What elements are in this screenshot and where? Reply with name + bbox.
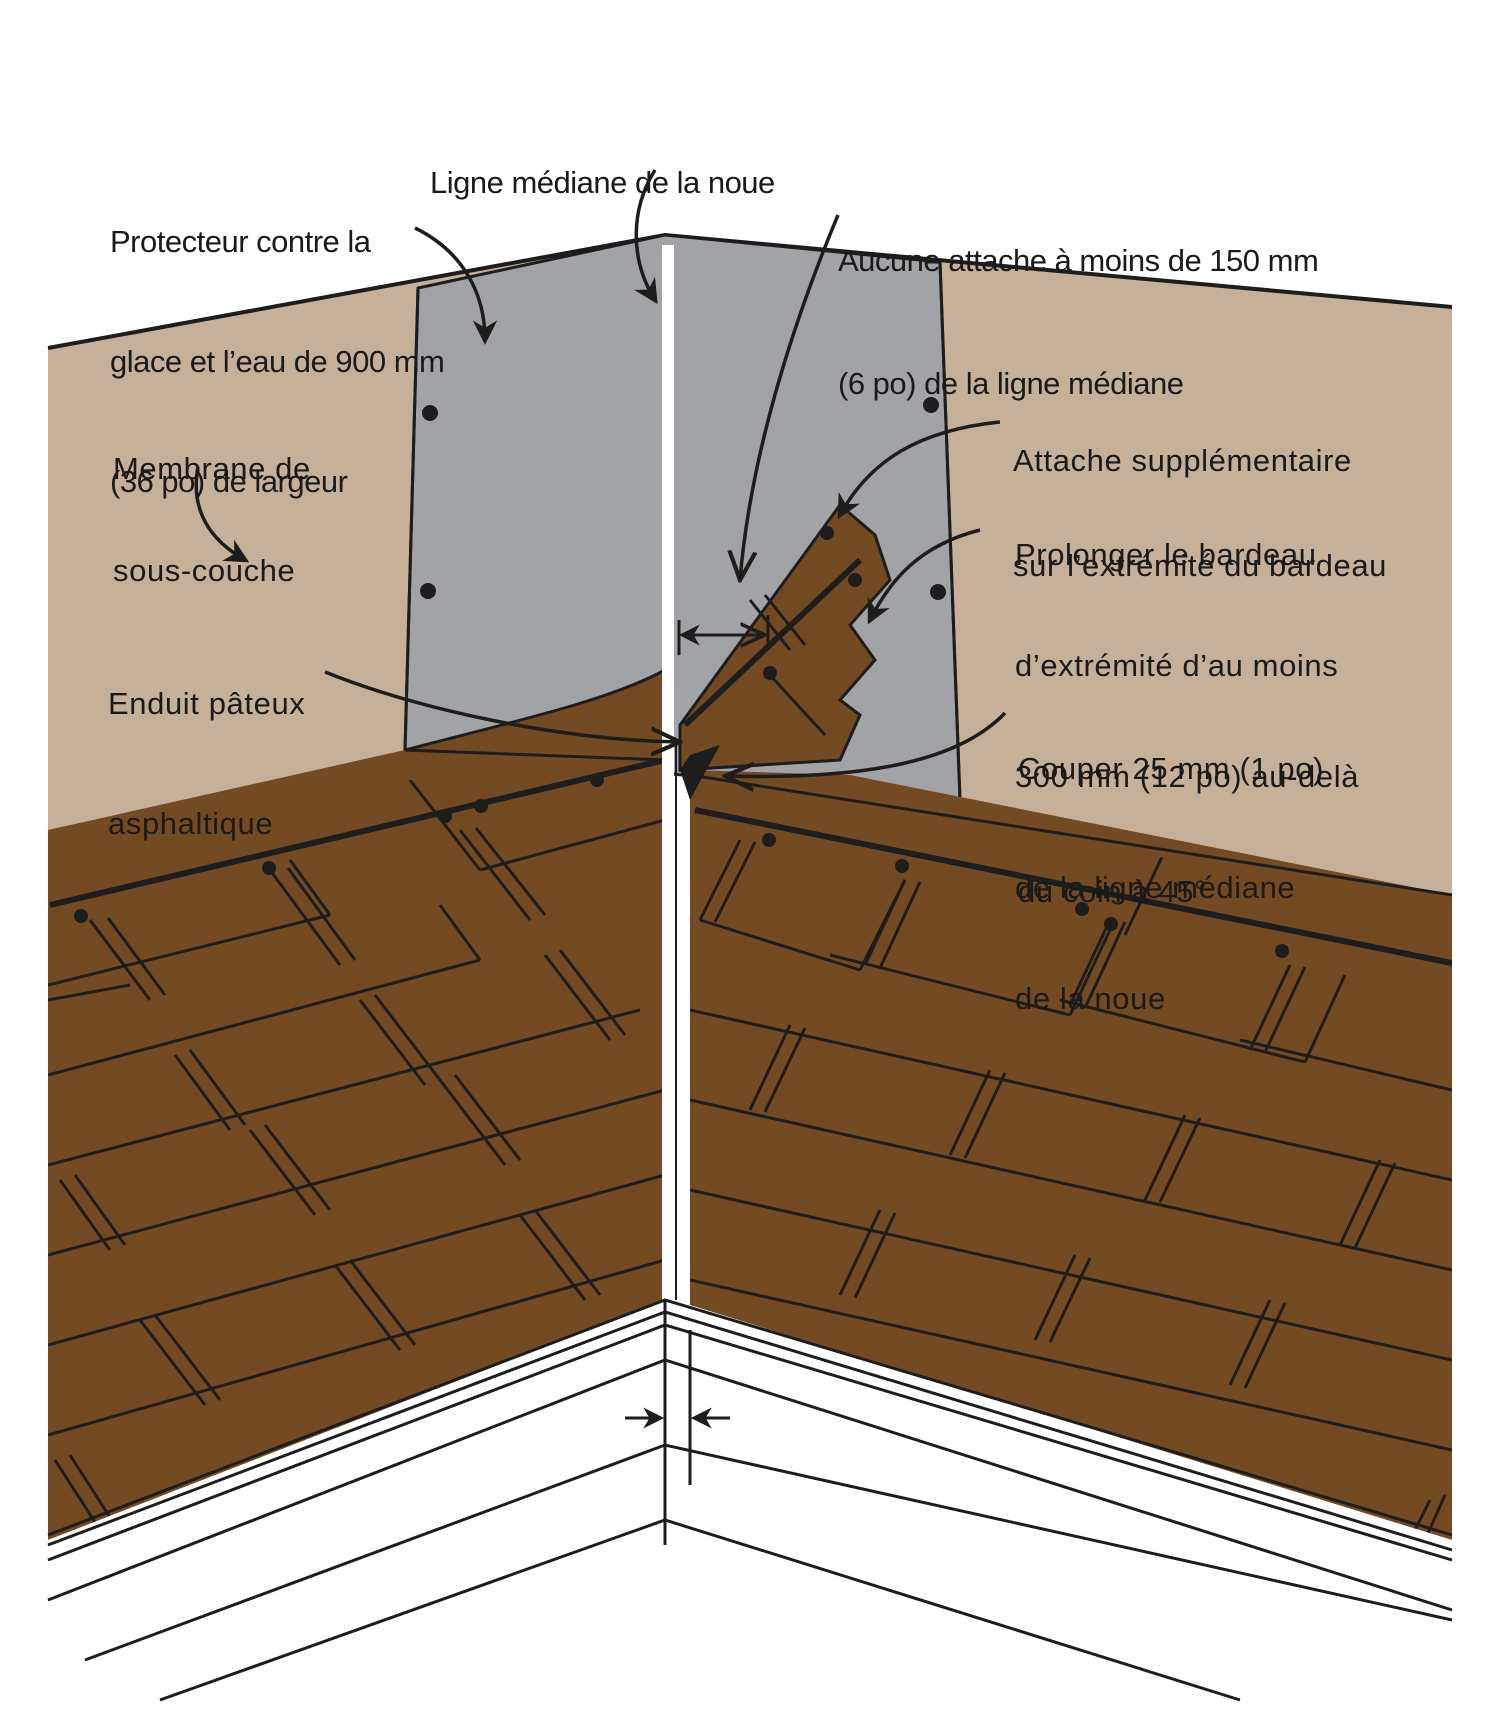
fastener-dot <box>590 773 604 787</box>
label-line: Ligne médiane de la noue <box>430 165 775 201</box>
fastener-dot <box>422 405 438 421</box>
fastener-dot <box>438 809 452 823</box>
leader-no-fasteners-icon <box>740 214 840 580</box>
left-shingle-field <box>48 667 667 1540</box>
label-ice-water-protector: Protecteur contre la glace et l’eau de 9… <box>110 142 445 542</box>
label-line: Attache supplémentaire <box>1013 443 1352 478</box>
valley-centerline <box>662 245 677 1300</box>
leader-extend-shingle-icon <box>867 528 981 625</box>
label-line: (6 po) de la ligne médiane <box>838 366 1184 401</box>
label-line: 300 mm (12 po) au-delà <box>1015 759 1360 794</box>
fastener-dot <box>262 861 276 875</box>
label-no-fasteners: Aucune attache à moins de 150 mm (6 po) … <box>838 158 1319 445</box>
extended-end-shingle <box>678 502 892 800</box>
label-line: Enduit pâteux <box>108 686 306 721</box>
leader-cut-corner-icon <box>725 711 1007 776</box>
fastener-dot <box>1075 902 1089 916</box>
leader-asphalt-cement-icon <box>324 670 680 742</box>
label-line: sur l’extrémité du bardeau <box>1013 548 1388 583</box>
leader-extra-fastener-icon <box>837 420 1001 520</box>
label-line: de la ligne médiane <box>1015 870 1296 905</box>
fastener-dot <box>1104 917 1118 931</box>
label-cut-corner: Couper 25 mm (1 po) du coin à 45° <box>1018 666 1324 953</box>
label-line: glace et l’eau de 900 mm <box>110 344 445 379</box>
fastener-dot <box>420 583 436 599</box>
fastener-dot <box>1275 944 1289 958</box>
label-line: Couper 25 mm (1 po) <box>1018 751 1325 786</box>
label-line: Membrane de <box>113 451 311 486</box>
label-line: (36 po) de largeur <box>110 464 348 499</box>
label-line: de la noue <box>1015 981 1166 1016</box>
label-line: Prolonger le bardeau <box>1015 537 1317 572</box>
label-line: Protecteur contre la <box>110 224 371 259</box>
leader-protector-icon <box>414 226 498 345</box>
fastener-dot <box>474 799 488 813</box>
fastener-dot <box>895 859 909 873</box>
label-line: asphaltique <box>108 806 274 841</box>
dimension-150mm <box>677 615 770 655</box>
eave-fascia <box>47 1298 1453 1709</box>
label-line: sous-couche <box>113 553 296 588</box>
cut-corner-triangle <box>680 745 720 800</box>
label-line: d’extrémité d’au moins <box>1015 648 1339 683</box>
fastener-dot <box>930 584 946 600</box>
label-extra-fastener: Attache supplémentaire sur l’extrémité d… <box>1013 373 1387 618</box>
leader-underlayment-icon <box>194 466 250 563</box>
label-underlayment: Membrane de sous-couche <box>113 384 311 622</box>
fastener-dot <box>848 573 862 587</box>
label-asphalt-cement: Enduit pâteux asphaltique <box>108 604 305 884</box>
label-valley-centerline: Ligne médiane de la noue <box>430 90 775 239</box>
fastener-dot <box>820 526 834 540</box>
fastener-dot <box>923 397 939 413</box>
label-line: du coin à 45° <box>1018 874 1208 909</box>
fastener-dot <box>762 833 776 847</box>
fastener-dot <box>763 666 777 680</box>
label-extend-shingle: Prolonger le bardeau d’extrémité d’au mo… <box>1015 462 1359 1054</box>
label-line: Aucune attache à moins de 150 mm <box>838 243 1319 278</box>
leader-centerline-icon <box>634 169 658 305</box>
fastener-dot <box>74 909 88 923</box>
